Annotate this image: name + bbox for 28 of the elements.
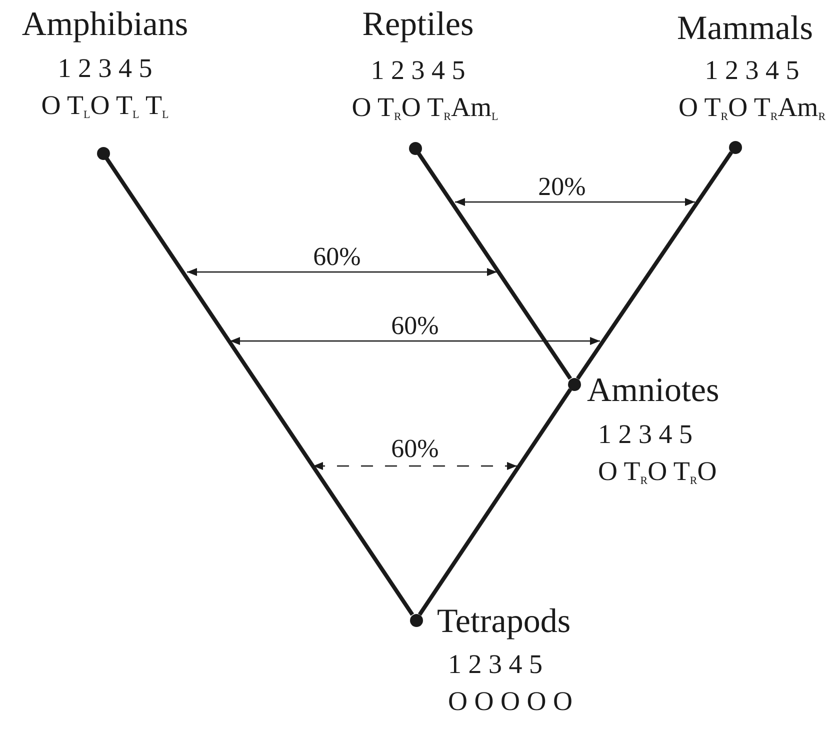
percentage-label: 60%: [391, 313, 439, 339]
node-dot: [568, 378, 580, 390]
percentage-label: 60%: [313, 244, 361, 270]
branch-line: [104, 157, 414, 616]
percentage-label: 60%: [391, 436, 439, 462]
taxon-name: Amphibians: [22, 8, 188, 42]
taxon-name: Amniotes: [587, 374, 720, 408]
node-dot: [408, 142, 422, 154]
taxon-name: Tetrapods: [437, 605, 571, 639]
branch-line: [576, 151, 733, 380]
branch-line: [416, 152, 572, 380]
character-states: O T$_{R}$O T$_{R}$Am$_{R}$: [678, 94, 826, 123]
branch-line: [418, 388, 572, 616]
character-numbers: 1 2 3 4 5: [598, 421, 692, 448]
node-dot: [410, 614, 422, 626]
character-states: O O O O O: [448, 688, 572, 715]
character-states: O T$_{R}$O T$_{R}$O: [598, 458, 717, 487]
character-numbers: 1 2 3 4 5: [704, 57, 800, 84]
taxon-name: Reptiles: [362, 8, 474, 42]
node-dot: [96, 146, 110, 160]
node-dot: [728, 140, 742, 154]
taxon-name: Mammals: [677, 12, 813, 46]
percentage-label: 20%: [538, 174, 586, 200]
character-states: O T$_{L}$O T$_{L}$ T$_{L}$: [41, 92, 169, 121]
character-numbers: 1 2 3 4 5: [58, 55, 152, 82]
character-numbers: 1 2 3 4 5: [370, 57, 466, 84]
character-numbers: 1 2 3 4 5: [448, 651, 542, 678]
character-states: O T$_{R}$O T$_{R}$Am$_{L}$: [352, 94, 498, 123]
